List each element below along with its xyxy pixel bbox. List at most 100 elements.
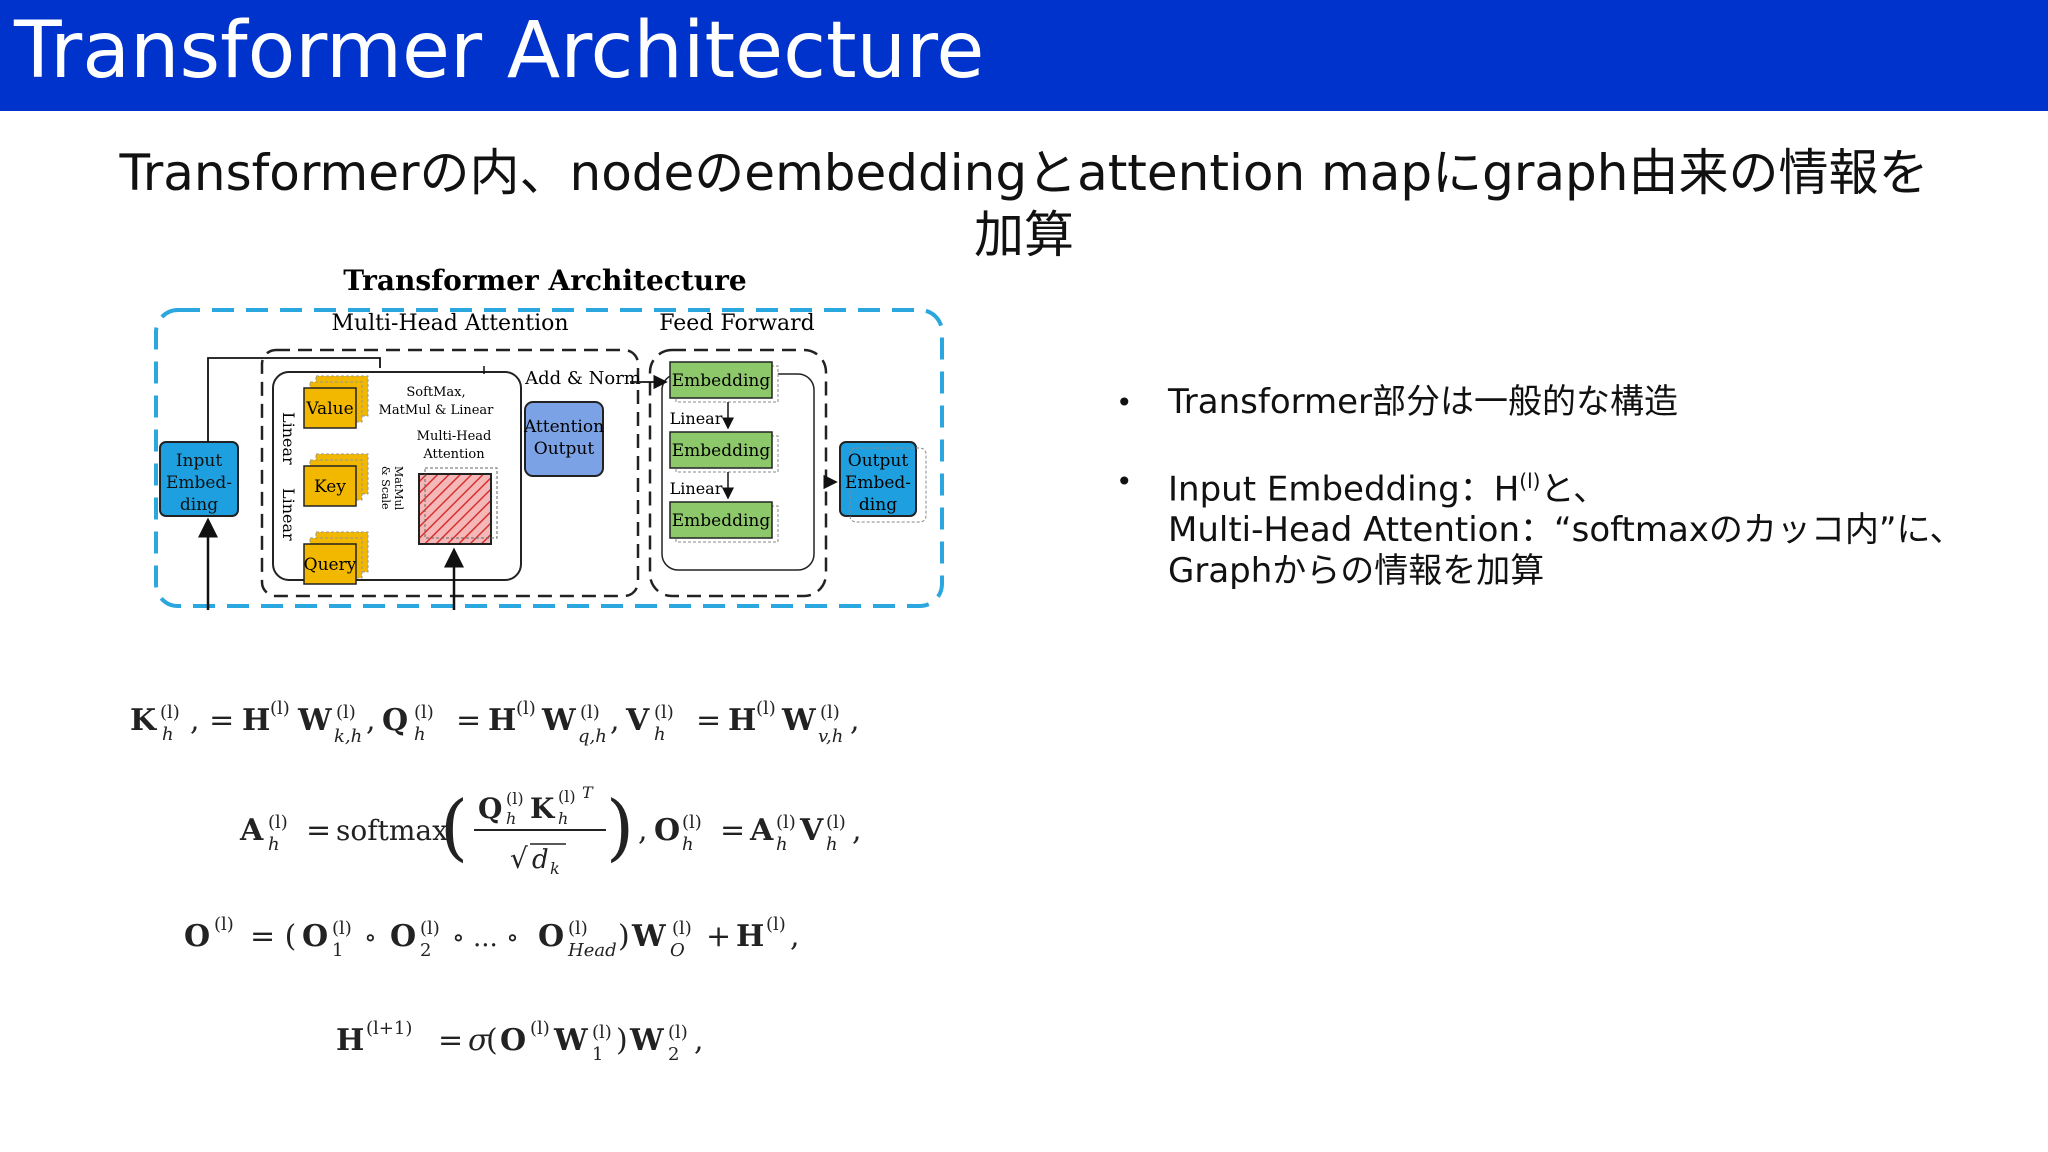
- svg-text:h: h: [162, 724, 174, 745]
- query-stack: Query: [303, 531, 369, 585]
- scale-label: & Scale: [379, 466, 392, 510]
- svg-text:σ: σ: [468, 1023, 490, 1058]
- svg-text:K: K: [530, 792, 556, 825]
- transformer-architecture-diagram: Transformer Architecture Multi-Head Atte…: [154, 264, 944, 610]
- mha-inner-box: [272, 371, 522, 581]
- attention-output-line-2: Output: [534, 439, 595, 459]
- svg-text:(l): (l): [506, 789, 524, 808]
- equation-4: H(l+1) = σ ( O(l) W (l)1 ) W (l)2 ,: [336, 1018, 704, 1065]
- svg-text:(: (: [440, 785, 468, 869]
- svg-text:(l): (l): [530, 1018, 550, 1039]
- ff-embedding-2-label: Embedding: [672, 441, 771, 461]
- svg-text:h: h: [268, 834, 280, 855]
- svg-text:O: O: [654, 813, 680, 848]
- svg-text:(l): (l): [766, 914, 786, 935]
- svg-text:(l): (l): [214, 914, 234, 935]
- svg-text:(l): (l): [820, 702, 840, 723]
- svg-text:V: V: [625, 703, 650, 738]
- svg-text:k,h: k,h: [334, 726, 362, 747]
- equation-3: O(l) = ( O (l)1 ∘ O (l)2 ∘ ... ∘ O (l)He…: [184, 914, 800, 961]
- svg-text:h: h: [414, 724, 426, 745]
- svg-text:1: 1: [592, 1044, 603, 1065]
- outer-dashed-frame: [154, 308, 944, 608]
- svg-text:(l): (l): [270, 698, 290, 719]
- attention-map: [418, 473, 492, 545]
- mha-section-label: Multi-Head Attention: [331, 311, 568, 336]
- bullet-2-line-2: Multi-Head Attention：“softmaxのカッコ内”に、: [1168, 510, 1964, 551]
- input-embed-line-2: Embed-: [166, 473, 232, 493]
- output-embedding-box: [839, 441, 917, 517]
- svg-text:(l): (l): [558, 787, 576, 806]
- svg-text:,: ,: [694, 1023, 704, 1058]
- bullet-2-superscript: (l): [1519, 469, 1541, 493]
- svg-text:W: W: [297, 703, 333, 738]
- svg-text:2: 2: [420, 940, 431, 961]
- svg-text:=: =: [456, 703, 481, 738]
- svg-text:W: W: [629, 1023, 665, 1058]
- svg-text:h: h: [558, 809, 568, 828]
- svg-text:h: h: [654, 724, 666, 745]
- svg-text:(l): (l): [420, 918, 440, 939]
- bullet-2-line-1-main: Input Embedding：H: [1168, 469, 1520, 510]
- softmax-label-1: SoftMax,: [406, 385, 465, 400]
- svg-text:): ): [606, 785, 634, 869]
- svg-text:v,h: v,h: [818, 726, 843, 747]
- add-norm-label: Add & Norm: [524, 368, 641, 389]
- softmax-word: softmax: [336, 814, 448, 847]
- svg-text:+: +: [706, 919, 731, 954]
- svg-text:=: =: [306, 813, 331, 848]
- input-embedding-box: [159, 441, 239, 517]
- svg-text:Q: Q: [478, 792, 502, 825]
- svg-text:2: 2: [668, 1044, 679, 1065]
- svg-text:(l): (l): [668, 1022, 688, 1043]
- svg-text:h: h: [826, 834, 838, 855]
- value-label: Value: [305, 399, 353, 419]
- key-label: Key: [314, 477, 346, 497]
- svg-text:A: A: [239, 813, 264, 848]
- svg-text:H: H: [336, 1023, 364, 1058]
- svg-text:(l): (l): [756, 698, 776, 719]
- svg-text:A: A: [749, 813, 774, 848]
- input-embed-line-1: Input: [176, 451, 222, 471]
- svg-text:=: =: [438, 1023, 463, 1058]
- ff-embedding-3-label: Embedding: [672, 511, 771, 531]
- subtitle-line-2: 加算: [974, 206, 1074, 264]
- svg-text:H: H: [488, 703, 516, 738]
- svg-text:,: ,: [366, 703, 376, 738]
- softmax-label-2: MatMul & Linear: [379, 403, 495, 418]
- svg-text:(l): (l): [776, 812, 796, 833]
- svg-text:(l): (l): [592, 1022, 612, 1043]
- svg-text:q,h: q,h: [578, 726, 607, 747]
- svg-text:(l): (l): [414, 702, 434, 723]
- subtitle-line-1: Transformerの内、nodeのembeddingとattention m…: [119, 144, 1929, 202]
- svg-text:=: =: [720, 813, 745, 848]
- ff-dashed-box: [648, 348, 828, 598]
- bullet-2-line-1: Input Embedding：H(l)と、: [1168, 461, 1990, 510]
- attention-output-box: [524, 401, 604, 477]
- svg-text:(l): (l): [332, 918, 352, 939]
- svg-text:1: 1: [332, 940, 343, 961]
- ff-embedding-2: Embedding: [669, 431, 779, 473]
- ff-linear-1: Linear: [670, 409, 723, 428]
- svg-text:(l): (l): [580, 702, 600, 723]
- svg-text:,: ,: [852, 813, 862, 848]
- svg-text:h: h: [682, 834, 694, 855]
- svg-text:(l): (l): [654, 702, 674, 723]
- svg-text:H: H: [736, 919, 764, 954]
- svg-text:O: O: [500, 1023, 526, 1058]
- svg-text:=: =: [696, 703, 721, 738]
- svg-text:= (: = (: [250, 919, 296, 954]
- svg-text:√: √: [510, 842, 528, 875]
- attention-output-line-1: Attention: [523, 417, 604, 437]
- svg-text:,: ,: [638, 813, 648, 848]
- svg-text:V: V: [799, 813, 824, 848]
- slide-title: Transformer Architecture: [14, 6, 985, 96]
- svg-text:T: T: [582, 783, 594, 802]
- mha-dashed-box: [260, 348, 640, 598]
- title-bar: [0, 0, 2048, 111]
- svg-text:(l): (l): [568, 918, 588, 939]
- value-stack: Value: [303, 375, 369, 429]
- svg-text:,: ,: [790, 919, 800, 954]
- mha-inner-label-1: Multi-Head: [417, 429, 492, 444]
- svg-text:W: W: [631, 919, 667, 954]
